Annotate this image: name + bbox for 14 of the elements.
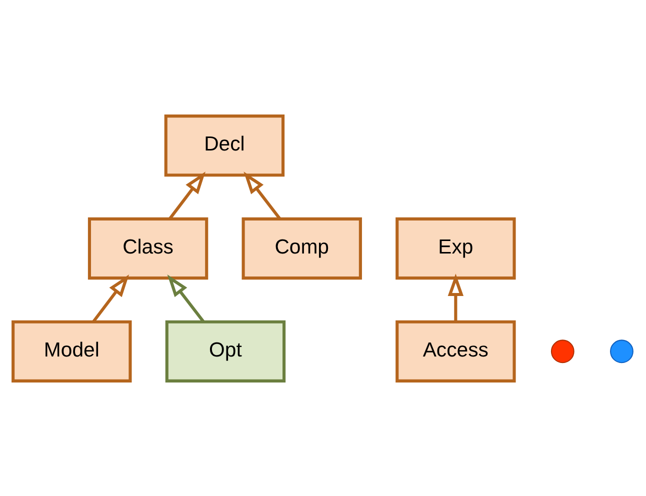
node-box: Model (12, 320, 132, 382)
node-box: Opt (165, 320, 286, 382)
arrow (448, 273, 464, 322)
node-box: Exp (396, 216, 516, 280)
arrow (168, 171, 206, 220)
node-box: Comp (242, 216, 362, 280)
arrow (167, 274, 205, 322)
arrow (92, 274, 130, 322)
node-box: Access (396, 320, 516, 382)
node-box: Class (88, 216, 208, 280)
node-circle (610, 339, 634, 363)
node-box: Decl (164, 114, 285, 176)
node-circle (550, 339, 574, 363)
arrow (244, 171, 282, 220)
